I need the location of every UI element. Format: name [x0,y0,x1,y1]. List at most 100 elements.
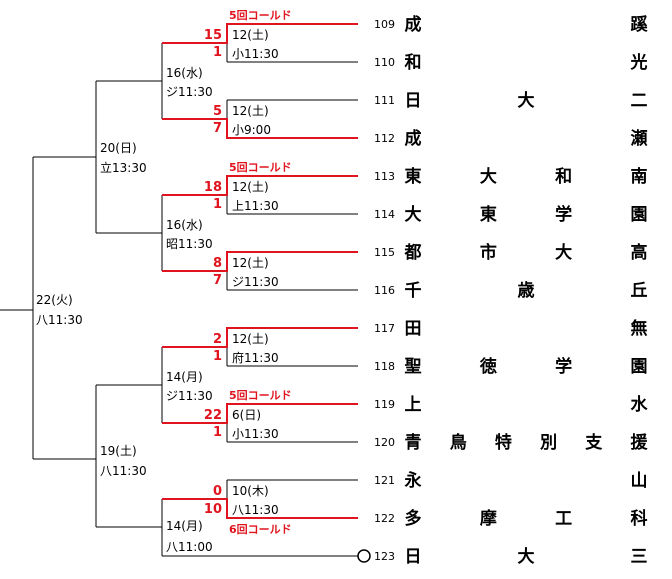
team-name-char: 成 [405,14,422,35]
team-name-char: 大 [405,204,422,225]
match-venue-time: 八11:00 [166,540,213,554]
match-venue-time: 上11:30 [232,199,279,213]
team-name-char: 工 [555,509,572,529]
team-name-char: 永 [404,470,422,491]
team-name-char: 科 [631,508,648,529]
team-name-char: 二 [631,91,648,111]
match-m6: 5回コールド 22 1 6(日) 小11:30 [204,388,292,441]
match-date: 12(土) [232,180,269,194]
team-name-char: 支 [585,432,603,453]
team-name-char: 東 [405,166,422,187]
team-row: 109 成 蹊 [374,14,649,35]
team-number: 115 [374,246,395,259]
team-number: 122 [374,512,395,525]
team-name-char: 園 [631,205,648,225]
match-m7: 0 10 10(木) 八11:30 [204,484,279,517]
team-name-char: 大 [555,242,572,263]
bracket-lines [0,43,371,563]
match-venue-time: 小11:30 [232,47,279,61]
match-venue-time: 小11:30 [232,427,279,441]
team-name-char: 特 [495,432,512,453]
team-number: 112 [374,132,395,145]
match-m4: 8 7 12(土) ジ11:30 [213,256,279,289]
team-name-char: 園 [631,357,648,377]
match-final: 22(火) 八11:30 [36,293,83,327]
team-name-char: 聖 [405,357,422,377]
team-name-char: 南 [631,166,648,187]
team-number: 120 [374,436,395,449]
team-number: 113 [374,170,395,183]
team-name-char: 多 [405,508,422,529]
called-game-label: 5回コールド [229,388,292,402]
match-m5: 2 1 12(土) 府11:30 [213,332,279,365]
called-game-label: 6回コールド [229,522,292,536]
team-name-char: 大 [480,166,497,187]
match-venue-time: 八11:30 [100,464,147,478]
match-m2: 5 7 12(土) 小9:00 [213,104,271,137]
score-top: 22 [204,408,222,423]
score-bottom: 1 [213,425,222,440]
score-top: 5 [213,104,222,119]
score-bottom: 1 [213,349,222,364]
match-date: 22(火) [36,293,73,307]
team-name-char: 水 [631,394,649,415]
team-name-char: 三 [631,547,648,567]
called-game-label: 5回コールド [229,160,292,174]
team-name-char: 援 [631,432,649,453]
match-date: 19(土) [100,444,137,458]
match-venue-time: ジ11:30 [232,275,279,289]
score-bottom: 1 [213,45,222,60]
team-number: 109 [374,18,395,31]
seed-circle-icon [357,549,371,563]
match-venue-time: ジ11:30 [166,85,213,99]
team-name-char: 田 [405,319,422,339]
score-top: 8 [213,256,222,271]
match-s3: 14(月) ジ11:30 [166,370,213,403]
winner-paths [162,23,358,519]
team-number: 110 [374,56,395,69]
match-date: 14(月) [166,519,203,533]
team-name-char: 市 [480,242,497,263]
team-name-char: 無 [631,318,648,339]
team-name-char: 摩 [480,508,497,529]
match-s2: 16(水) 昭11:30 [166,218,213,251]
match-venue-time: 八11:30 [36,313,83,327]
team-name-char: 瀬 [631,129,648,149]
match-date: 12(土) [232,28,269,42]
team-row: 122 多 摩 工 科 [374,508,648,529]
team-name-char: 山 [631,471,648,491]
match-t1: 20(日) 立13:30 [100,141,147,175]
match-venue-time: 小9:00 [232,123,271,137]
team-name-char: 千 [405,281,422,301]
score-top: 18 [204,180,222,195]
match-date: 14(月) [166,370,203,384]
team-name-char: 大 [518,546,535,567]
match-venue-time: 立13:30 [100,160,147,175]
match-venue-time: ジ11:30 [166,389,213,403]
team-name-char: 大 [518,90,535,111]
team-name-char: 光 [630,52,648,73]
called-game-label: 5回コールド [229,8,292,22]
match-venue-time: 昭11:30 [166,237,213,251]
team-name-char: 日 [405,547,422,567]
team-number: 117 [374,322,395,335]
team-name-char: 高 [631,242,648,263]
team-name-char: 学 [555,356,572,377]
score-bottom: 7 [213,273,222,288]
score-bottom: 7 [213,121,222,136]
team-name-char: 学 [555,204,572,225]
team-name-char: 上 [405,395,422,415]
match-t2: 19(土) 八11:30 [100,444,147,478]
score-top: 0 [213,484,222,499]
team-number: 114 [374,208,395,221]
team-number: 111 [374,94,395,107]
match-m1: 5回コールド 15 1 12(土) 小11:30 [204,8,292,61]
team-name-char: 蹊 [631,15,649,35]
